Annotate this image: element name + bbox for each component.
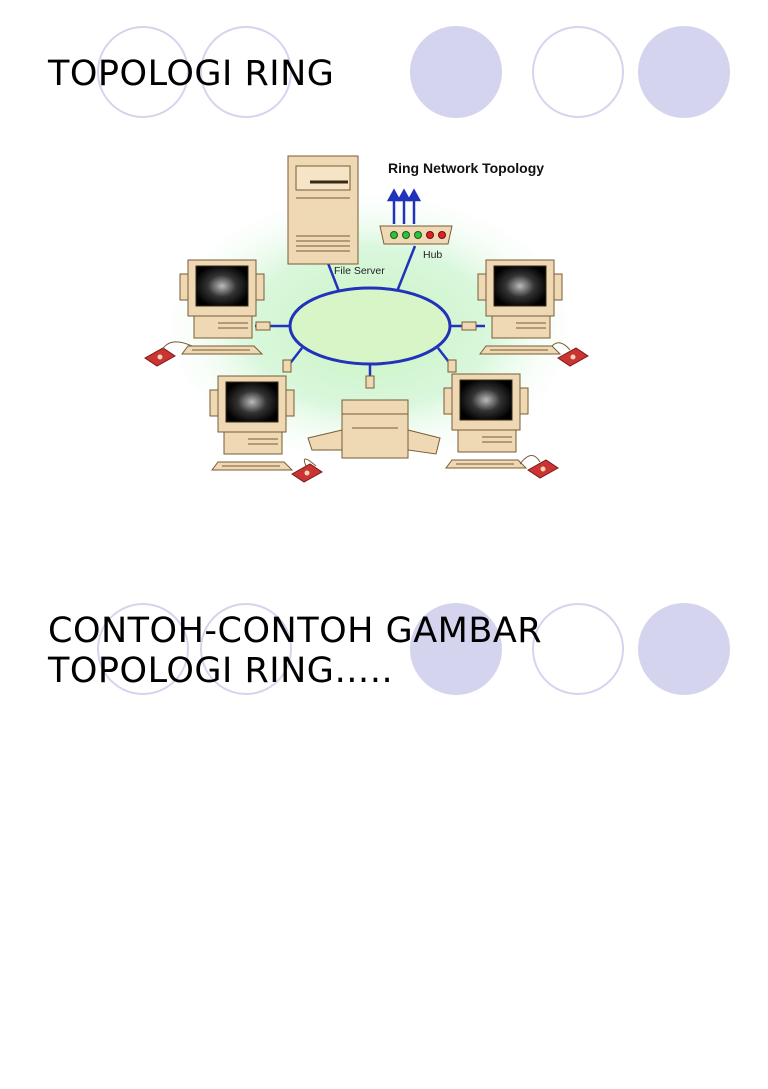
decor-circle (200, 26, 292, 118)
file-server-label: File Server (334, 265, 385, 277)
decor-circle (532, 603, 624, 695)
connectors (255, 321, 477, 389)
decor-circle (638, 26, 730, 118)
hub-label: Hub (423, 249, 442, 261)
ring-network-diagram: File Server Hub Ring Network Topology (144, 155, 590, 483)
printer-icon (307, 399, 441, 459)
slide-1: TOPOLOGI RING (0, 0, 768, 512)
ring-backbone (288, 286, 452, 366)
mouse-icon (527, 459, 559, 479)
decor-circle (97, 603, 189, 695)
slide-2: CONTOH-CONTOH GAMBAR TOPOLOGI RING….. (0, 577, 768, 1089)
mouse-cords (161, 341, 571, 467)
decor-circle (638, 603, 730, 695)
hub-icon (379, 188, 453, 245)
decor-circle (97, 26, 189, 118)
slide-title-line-1: CONTOH-CONTOH GAMBAR (48, 611, 543, 651)
decor-circle (410, 26, 502, 118)
slide-title: TOPOLOGI RING (48, 54, 335, 94)
file-server-icon (287, 155, 359, 265)
decor-circle (532, 26, 624, 118)
slide-title-line-2: TOPOLOGI RING….. (48, 651, 394, 691)
decor-circle (410, 603, 502, 695)
decor-circle (200, 603, 292, 695)
slide-title: CONTOH-CONTOH GAMBAR TOPOLOGI RING….. (48, 611, 542, 691)
diagram-heading: Ring Network Topology (388, 160, 544, 176)
